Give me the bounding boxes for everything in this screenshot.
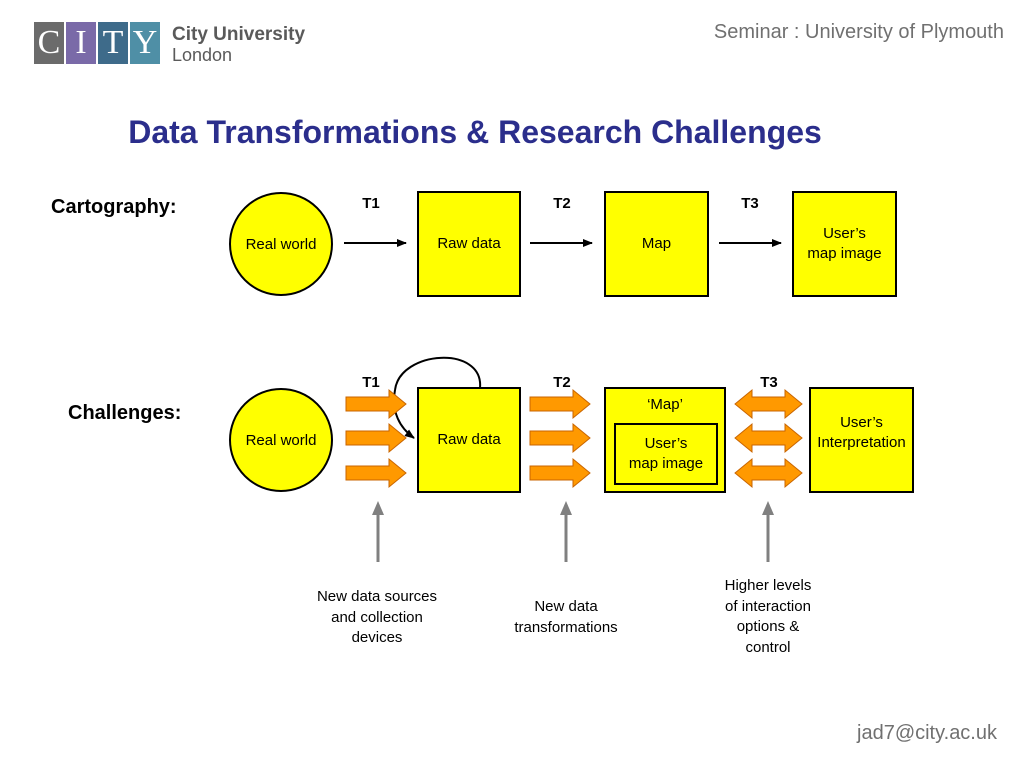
note1-line1: New data sources: [316, 588, 438, 605]
logo-city-name: London: [172, 45, 233, 65]
orange-arrow-t2-2: [529, 422, 591, 454]
note3-line1: Higher levels: [724, 577, 812, 594]
feedback-curve-arrow: [393, 356, 482, 439]
note3-line2: of interaction: [725, 597, 811, 615]
orange-arrow-t1-1: [345, 388, 407, 420]
cartography-label: Cartography:: [51, 196, 177, 218]
challenges-t1-label: T1: [362, 374, 380, 391]
note1-line2: and collection: [331, 608, 423, 626]
orange-double-arrow-t3-1: [734, 388, 803, 420]
logo-university-name: City University: [172, 24, 306, 45]
note2-line2: transformations: [514, 618, 618, 636]
challenges-inner-line2: map image: [628, 455, 704, 472]
challenges-interp-line1: User’s: [840, 414, 883, 431]
challenges-map-quoted-text: ‘Map’: [647, 396, 683, 413]
cartography-raw-data-box: Raw data: [417, 191, 521, 297]
logo-letter-i: I: [66, 22, 96, 64]
logo-letter-c: C: [34, 22, 64, 64]
cartography-user-map-image-line2: map image: [807, 245, 882, 262]
orange-arrow-t2-3: [529, 457, 591, 489]
cartography-real-world-circle: Real world: [229, 192, 333, 296]
challenges-user-interpretation-box: User’s Interpretation: [809, 387, 914, 493]
slide-title: Data Transformations & Research Challeng…: [128, 114, 822, 150]
logo-letter-y: Y: [130, 22, 160, 64]
orange-double-arrow-t3-2: [734, 422, 803, 454]
challenges-raw-data-box: Raw data: [417, 387, 521, 493]
cartography-map-box: Map: [604, 191, 709, 297]
challenges-label: Challenges:: [68, 402, 182, 424]
cartography-real-world-text: Real world: [245, 235, 317, 253]
challenges-real-world-text: Real world: [245, 431, 317, 449]
challenges-inner-line1: User’s: [644, 435, 688, 452]
note-new-data-sources: New data sources and collection devices: [297, 587, 457, 649]
challenges-t2-label: T2: [553, 374, 571, 391]
cartography-user-map-image-box: User’s map image: [792, 191, 897, 297]
seminar-header: Seminar : University of Plymouth: [713, 21, 1004, 43]
note-new-data-transformations: New data transformations: [486, 597, 646, 638]
cartography-map-text: Map: [641, 235, 672, 252]
logo-letter-t: T: [98, 22, 128, 64]
challenges-raw-data-text: Raw data: [437, 431, 501, 448]
footer-email[interactable]: jad7@city.ac.uk: [857, 722, 997, 744]
cartography-t2-label: T2: [553, 195, 571, 212]
note3-line3: options &: [736, 618, 800, 635]
orange-arrow-t1-2: [345, 422, 407, 454]
orange-arrow-t2-1: [529, 388, 591, 420]
challenges-t3-label: T3: [760, 374, 778, 391]
note1-line3: devices: [351, 629, 403, 646]
challenges-inner-user-map-image-box: User’s map image: [614, 423, 718, 485]
cartography-t3-label: T3: [741, 195, 759, 212]
note3-line4: control: [745, 638, 791, 656]
cartography-user-map-image-line1: User’s: [823, 225, 866, 242]
challenges-real-world-circle: Real world: [229, 388, 333, 492]
orange-double-arrow-t3-3: [734, 457, 803, 489]
note2-line1: New data: [534, 598, 598, 615]
challenges-interp-line2: Interpretation: [817, 434, 906, 451]
cartography-t1-label: T1: [362, 195, 380, 212]
cartography-raw-data-text: Raw data: [437, 235, 501, 252]
note-higher-levels-interaction: Higher levels of interaction options & c…: [688, 576, 848, 658]
orange-arrow-t1-3: [345, 457, 407, 489]
